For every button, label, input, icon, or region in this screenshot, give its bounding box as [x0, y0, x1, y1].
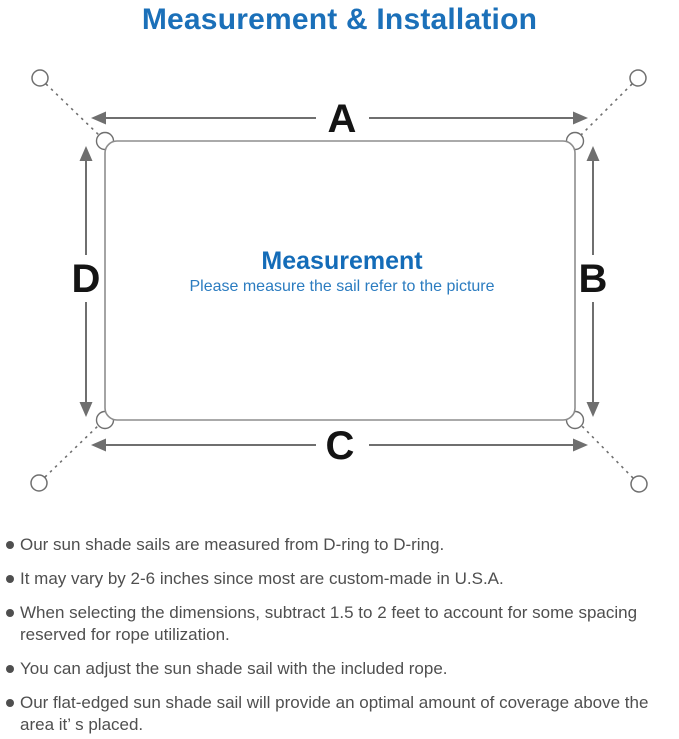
page-title: Measurement & Installation [141, 3, 538, 36]
dimension-label-bottom: C [326, 424, 355, 468]
arrowhead-down-icon [586, 402, 600, 417]
note-text: It may vary by 2-6 inches since most are… [20, 569, 504, 588]
sail-measurement-diagram: A C D B Measurement Please measure the s… [30, 69, 648, 493]
arrowhead-right-icon [573, 111, 588, 125]
bullet-dot-icon [6, 541, 14, 549]
bullet-dot-icon [6, 575, 14, 583]
sail-outline [104, 140, 576, 421]
anchor-point-icon [630, 475, 648, 493]
arrowhead-up-icon [586, 146, 600, 161]
note-item: It may vary by 2-6 inches since most are… [6, 568, 675, 590]
note-item: Our sun shade sails are measured from D-… [6, 534, 675, 556]
diagram-caption-title: Measurement [261, 247, 423, 275]
arrowhead-right-icon [573, 438, 588, 452]
note-item: When selecting the dimensions, subtract … [6, 602, 675, 646]
rope-line-bottom-right [577, 421, 634, 479]
bullet-dot-icon [6, 699, 14, 707]
arrowhead-left-icon [91, 111, 106, 125]
rope-line-top-left [45, 83, 103, 139]
anchor-point-icon [31, 69, 49, 87]
anchor-point-icon [629, 69, 647, 87]
note-text: When selecting the dimensions, subtract … [20, 603, 638, 644]
note-text: Our sun shade sails are measured from D-… [20, 535, 445, 554]
note-text: Our flat-edged sun shade sail will provi… [20, 693, 649, 734]
anchor-point-icon [30, 474, 48, 492]
arrowhead-left-icon [91, 438, 106, 452]
arrowhead-down-icon [79, 402, 93, 417]
dimension-label-right: B [579, 257, 608, 301]
note-item: Our flat-edged sun shade sail will provi… [6, 692, 675, 736]
rope-line-top-right [577, 83, 633, 139]
diagram-caption-subtitle: Please measure the sail refer to the pic… [189, 278, 494, 295]
instruction-notes-list: Our sun shade sails are measured from D-… [6, 534, 675, 739]
dimension-label-left: D [72, 257, 101, 301]
note-text: You can adjust the sun shade sail with t… [20, 659, 448, 678]
rope-line-bottom-left [44, 421, 103, 478]
bullet-dot-icon [6, 609, 14, 617]
note-item: You can adjust the sun shade sail with t… [6, 658, 675, 680]
bullet-dot-icon [6, 665, 14, 673]
arrowhead-up-icon [79, 146, 93, 161]
dimension-label-top: A [328, 97, 357, 141]
